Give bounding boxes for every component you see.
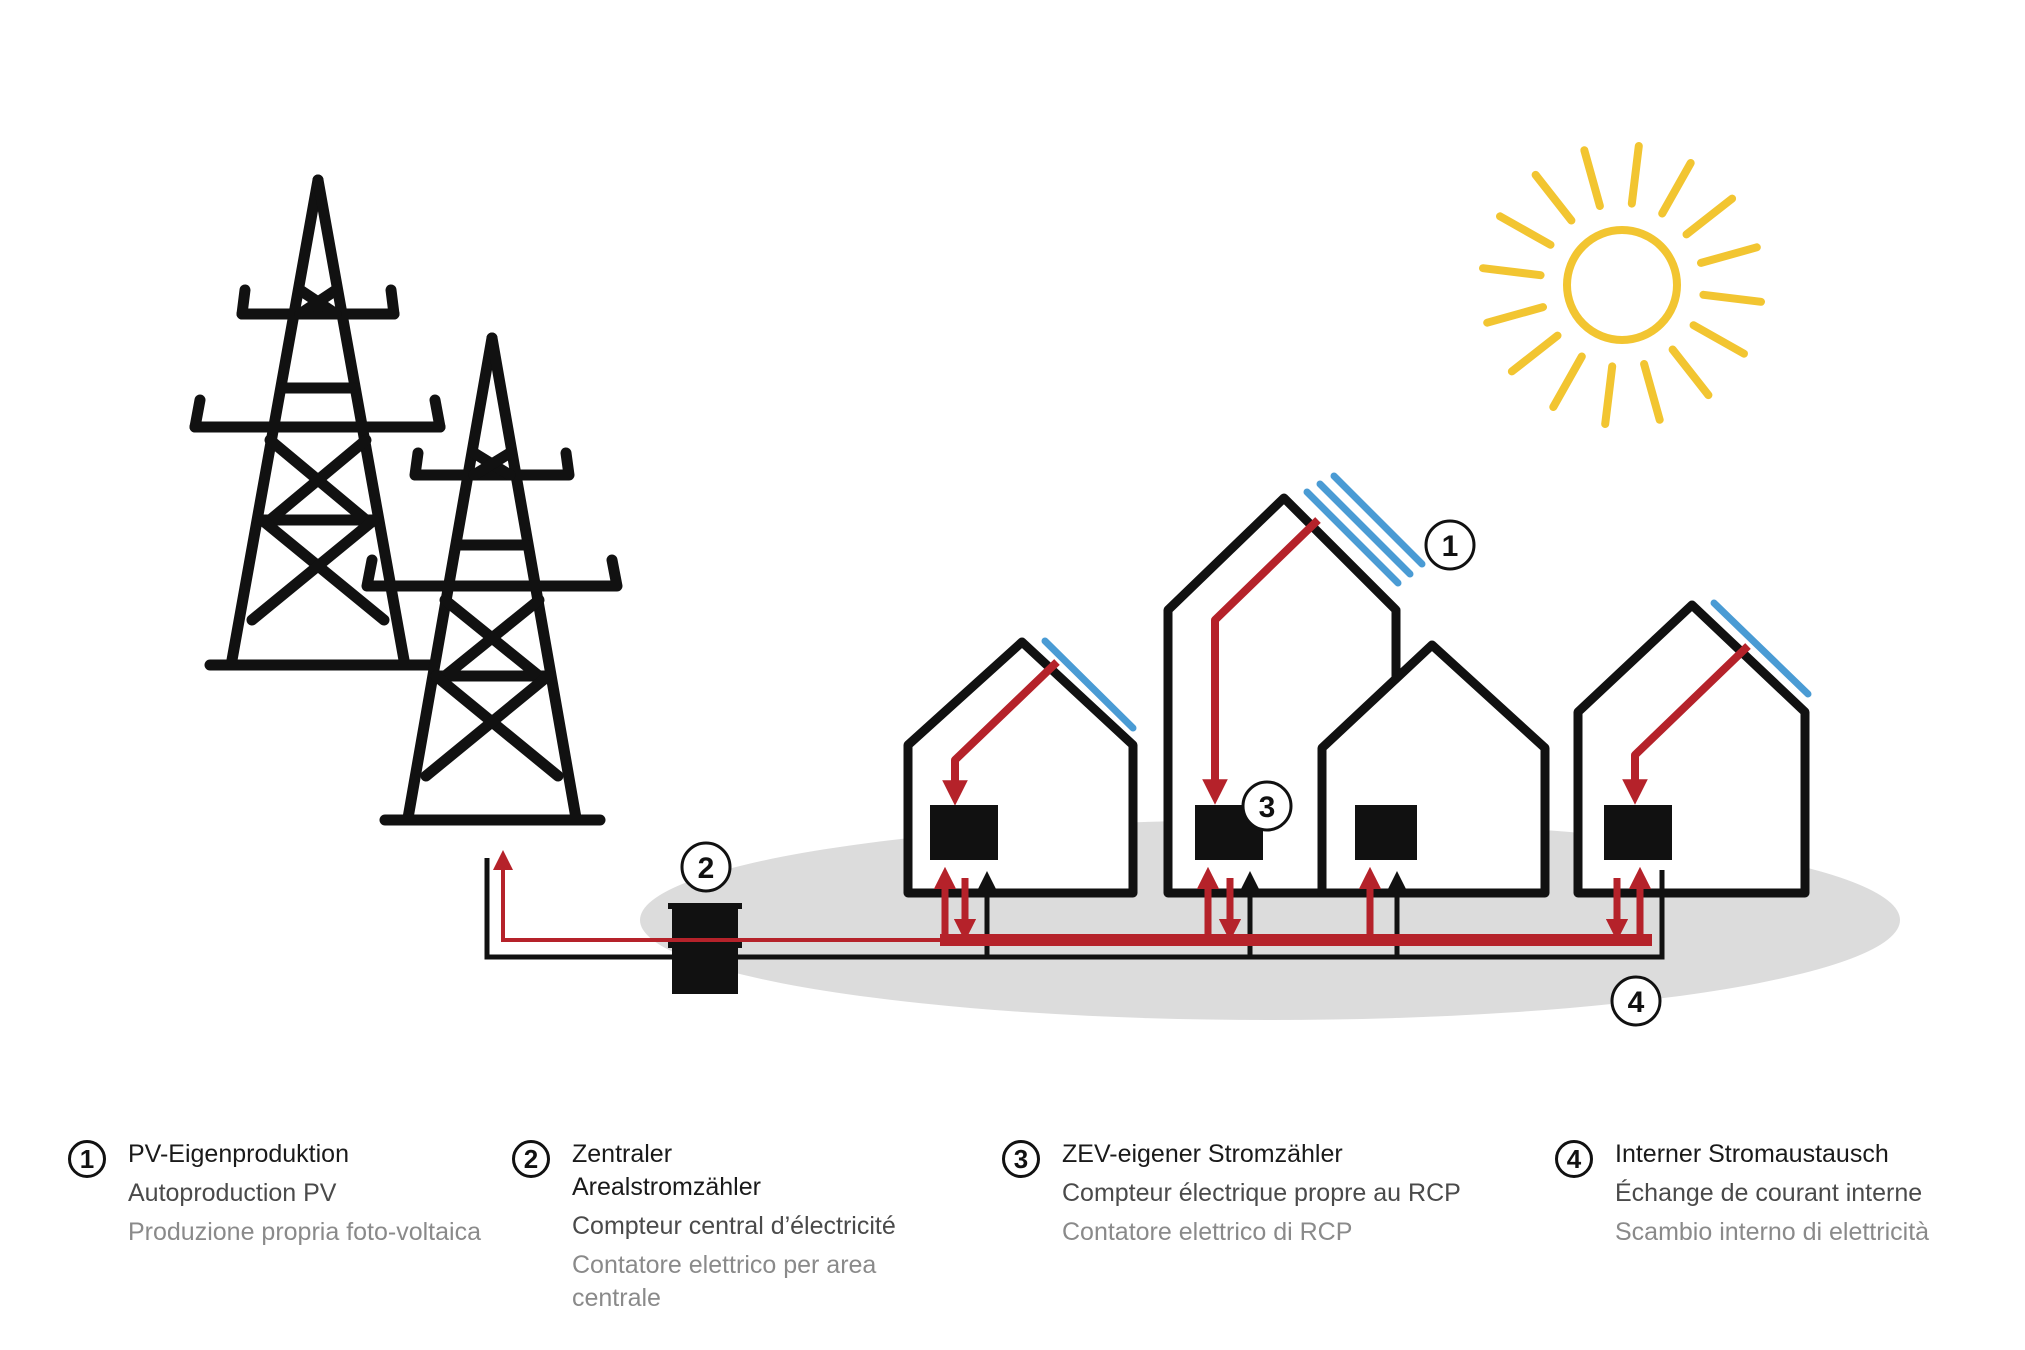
- solar-panel-icon: [1041, 472, 1812, 732]
- zev-meter-marker-icon: 3: [1002, 1140, 1040, 1178]
- marker-1: 1: [1424, 519, 1476, 571]
- sun-ray: [1531, 170, 1576, 225]
- sun-ray: [1496, 212, 1555, 249]
- sun-ray: [1668, 345, 1713, 400]
- svg-text:4: 4: [1628, 986, 1645, 1019]
- pv-production-marker-icon: 1: [68, 1140, 106, 1178]
- legend-label-fr: Compteur central d’électricité: [572, 1212, 896, 1240]
- legend-label-it: Contatore elettrico di RCP: [1062, 1218, 1353, 1246]
- sun-ray: [1479, 264, 1545, 280]
- sun-ray: [1627, 142, 1643, 208]
- legend-label-it: Scambio interno di elettricità: [1615, 1218, 1930, 1246]
- svg-text:1: 1: [1442, 530, 1459, 563]
- svg-text:3: 3: [1259, 791, 1276, 824]
- central-meter-marker-icon: 2: [512, 1140, 550, 1178]
- sun-ray: [1697, 243, 1761, 267]
- sun-ray: [1507, 331, 1562, 376]
- sun-ray: [1699, 290, 1765, 306]
- zev-meter-icon: [930, 805, 1672, 860]
- sun-ray: [1483, 303, 1547, 327]
- legend-label-fr: Échange de courant interne: [1615, 1179, 1923, 1207]
- sun-ray: [1658, 159, 1695, 218]
- sun-ray: [1689, 321, 1748, 358]
- svg-text:2: 2: [698, 852, 715, 885]
- transmission-tower-icon: [189, 174, 446, 671]
- legend-label-fr: Compteur électrique propre au RCP: [1062, 1179, 1461, 1207]
- sun-ray: [1601, 362, 1617, 428]
- transmission-tower-icon: [361, 332, 623, 826]
- sun-ray: [1580, 146, 1604, 210]
- legend-label-de: ZEV-eigener Stromzähler: [1062, 1140, 1343, 1168]
- legend-label-it: Contatore elettrico per area centrale: [572, 1251, 877, 1312]
- pv-flow-arrows: [942, 517, 1751, 806]
- sun-icon: [1479, 142, 1765, 428]
- marker-4: 4: [1610, 975, 1662, 1027]
- marker-3: 3: [1241, 780, 1293, 832]
- central-meter-icon: [668, 903, 742, 994]
- zev-energy-diagram: 1 2 3 4: [189, 142, 1900, 1027]
- marker-2: 2: [680, 841, 732, 893]
- legend-label-de: Interner Stromaustausch: [1615, 1140, 1889, 1168]
- internal-exchange-marker-icon: 4: [1555, 1140, 1593, 1178]
- sun-ray: [1640, 360, 1664, 424]
- legend-label-fr: Autoproduction PV: [128, 1179, 337, 1207]
- internal-exchange-flow: [493, 850, 1652, 946]
- legend-label-de: PV-Eigenproduktion: [128, 1140, 349, 1168]
- sun-ray: [1682, 194, 1737, 239]
- sun-ray: [1549, 352, 1586, 411]
- legend-label-it: Produzione propria foto-voltaica: [128, 1218, 481, 1246]
- legend-label-de: Zentraler Arealstromzähler: [572, 1140, 761, 1201]
